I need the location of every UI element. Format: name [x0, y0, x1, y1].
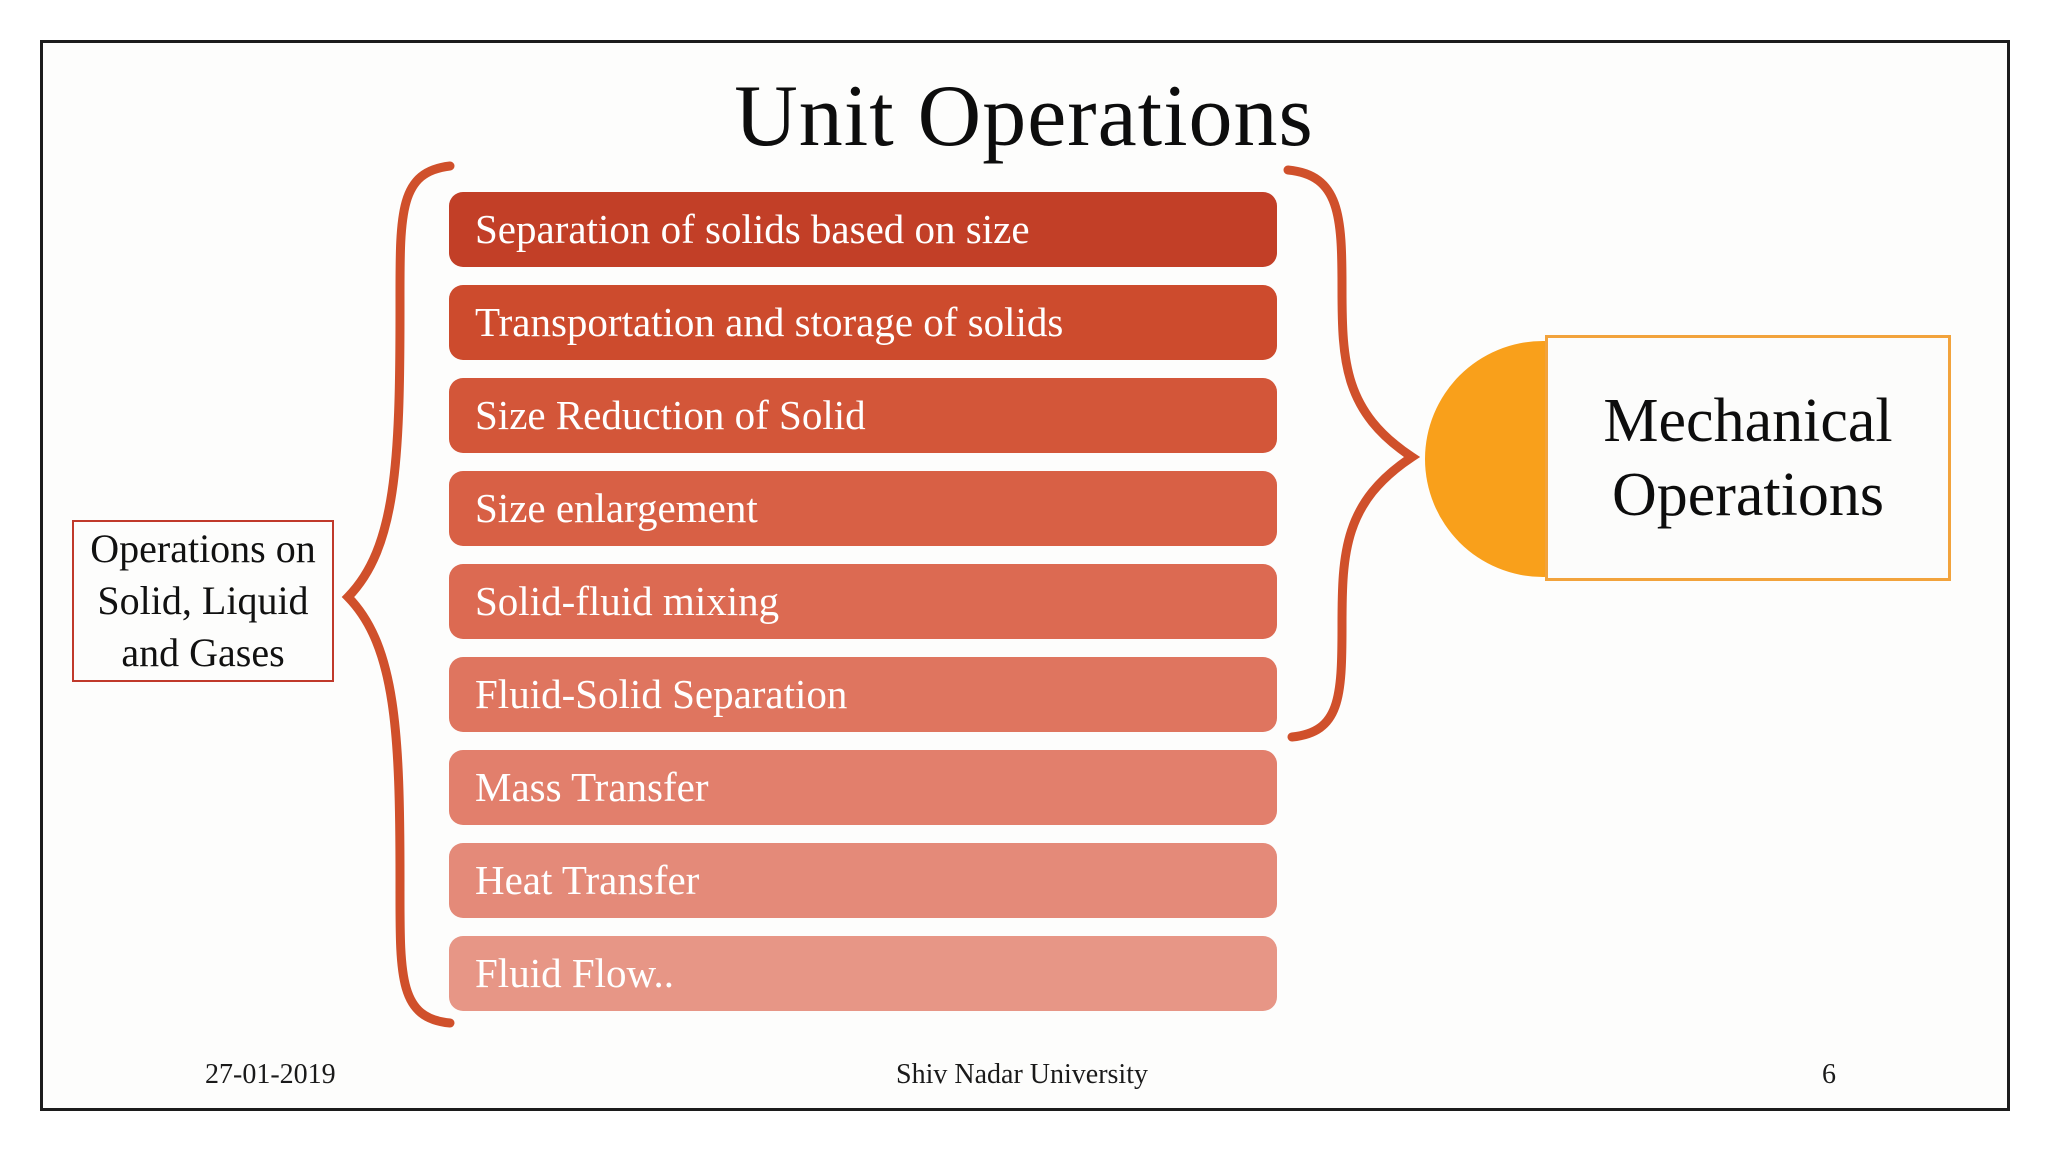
operation-bar: Separation of solids based on size [449, 192, 1277, 267]
operation-bar-label: Fluid Flow.. [475, 950, 674, 996]
operation-bar: Transportation and storage of solids [449, 285, 1277, 360]
result-label-line: Mechanical [1603, 387, 1893, 455]
footer-page-number: 6 [1822, 1059, 1836, 1090]
operation-bar: Heat Transfer [449, 843, 1277, 918]
left-label-line: Operations on [90, 526, 316, 571]
operation-bar-label: Fluid-Solid Separation [475, 671, 848, 717]
operation-bar: Mass Transfer [449, 750, 1277, 825]
left-label-line: and Gases [121, 630, 285, 675]
operation-bar-label: Size enlargement [475, 485, 758, 531]
result-label-line: Operations [1611, 461, 1885, 529]
operation-bar-label: Heat Transfer [475, 857, 700, 903]
operation-bar-label: Size Reduction of Solid [475, 392, 866, 438]
operation-bar: Fluid-Solid Separation [449, 657, 1277, 732]
page-title: Unit Operations [734, 68, 1314, 165]
operation-bar: Fluid Flow.. [449, 936, 1277, 1011]
operations-list: Separation of solids based on size Trans… [449, 192, 1277, 1011]
left-label-box: Operations on Solid, Liquid and Gases [72, 520, 334, 682]
operation-bar-label: Mass Transfer [475, 764, 709, 810]
footer-institution: Shiv Nadar University [896, 1059, 1148, 1090]
operation-bar-label: Transportation and storage of solids [475, 299, 1064, 345]
result-box: Mechanical Operations [1545, 335, 1951, 581]
left-label-line: Solid, Liquid [97, 578, 309, 623]
operation-bar-label: Separation of solids based on size [475, 206, 1030, 252]
footer-date: 27-01-2019 [205, 1059, 336, 1090]
operation-bar-label: Solid-fluid mixing [475, 578, 780, 624]
operation-bar: Size enlargement [449, 471, 1277, 546]
operation-bar: Size Reduction of Solid [449, 378, 1277, 453]
operation-bar: Solid-fluid mixing [449, 564, 1277, 639]
